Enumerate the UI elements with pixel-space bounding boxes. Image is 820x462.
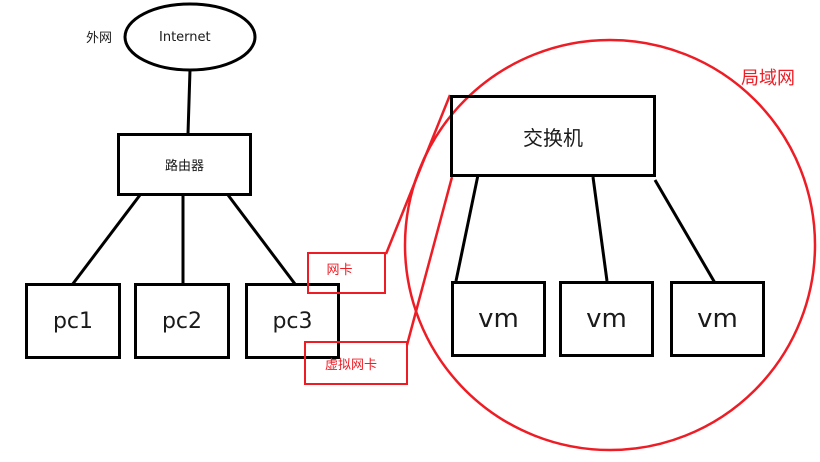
link-virtual-nic-switch: [405, 176, 454, 346]
pc3-node[interactable]: pc3: [245, 283, 340, 359]
nic-annotation[interactable]: 网卡: [307, 252, 386, 294]
external-network-label: 外网: [86, 31, 113, 46]
link-nic-switch: [384, 94, 452, 255]
link-router-pc1: [70, 194, 142, 286]
lan-boundary: [403, 38, 817, 452]
vm3-label: vm: [697, 304, 738, 334]
pc1-node[interactable]: pc1: [25, 283, 121, 359]
vm1-label: vm: [478, 304, 519, 334]
pc1-label: pc1: [52, 308, 94, 334]
router-node[interactable]: 路由器: [117, 133, 252, 196]
virtual-nic-label: 虚拟网卡: [324, 357, 377, 373]
lan-label: 局域网: [741, 68, 795, 89]
nic-label: 网卡: [326, 262, 353, 278]
switch-label: 交换机: [523, 125, 583, 150]
link-router-pc3: [226, 194, 297, 285]
link-switch-vm2: [591, 176, 609, 282]
vm1-node[interactable]: vm: [451, 281, 546, 357]
link-internet-router: [186, 69, 192, 135]
internet-label: Internet: [159, 30, 211, 45]
switch-node[interactable]: 交换机: [450, 95, 656, 177]
router-label: 路由器: [164, 159, 204, 174]
link-switch-vm1: [454, 174, 480, 282]
pc3-label: pc3: [272, 308, 313, 334]
vm3-node[interactable]: vm: [670, 281, 765, 357]
vm2-node[interactable]: vm: [559, 281, 654, 357]
link-switch-vm3: [653, 179, 717, 284]
pc2-node[interactable]: pc2: [134, 283, 230, 359]
pc2-label: pc2: [161, 308, 203, 334]
vm2-label: vm: [586, 304, 627, 334]
virtual-nic-annotation[interactable]: 虚拟网卡: [304, 341, 408, 385]
